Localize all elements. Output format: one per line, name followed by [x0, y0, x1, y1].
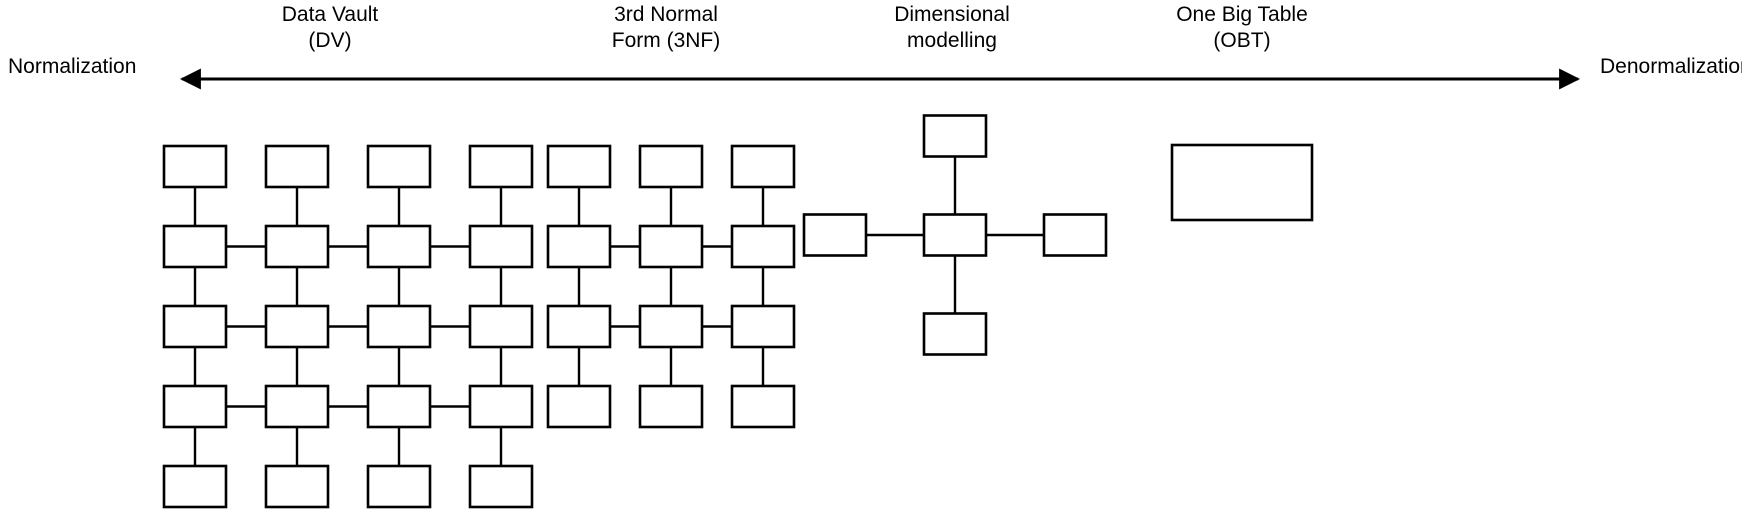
- data-vault-table-box: [468, 384, 534, 429]
- axis-label-normalization: Normalization: [8, 55, 137, 78]
- approach-title-dimensional-modelling: Dimensional modelling: [894, 3, 1010, 52]
- third-normal-form-table-box: [730, 144, 796, 189]
- dimensional-modelling-dimension-box-right: [1042, 213, 1108, 257]
- data-vault-table-box: [366, 304, 432, 349]
- data-vault-table-box: [468, 464, 534, 509]
- data-vault-table-box: [468, 224, 534, 269]
- data-vault-table-box: [162, 224, 228, 269]
- data-vault-table-box: [366, 384, 432, 429]
- third-normal-form-table-box: [546, 304, 612, 349]
- dimensional-modelling-dimension-box-bottom: [922, 312, 988, 356]
- dimensional-modelling-dimension-box-left: [802, 213, 868, 257]
- data-vault-table-box: [366, 464, 432, 509]
- third-normal-form-table-box: [638, 224, 704, 269]
- approach-title-one-big-table: One Big Table (OBT): [1176, 3, 1308, 52]
- third-normal-form-table-box: [730, 384, 796, 429]
- dimensional-modelling-fact-box: [922, 213, 988, 257]
- third-normal-form-table-box: [730, 224, 796, 269]
- data-vault-table-box: [162, 144, 228, 189]
- data-vault-table-box: [162, 304, 228, 349]
- data-vault-table-box: [264, 224, 330, 269]
- approach-title-third-normal-form: 3rd Normal Form (3NF): [611, 3, 721, 52]
- approach-title-data-vault: Data Vault (DV): [281, 3, 379, 52]
- third-normal-form-table-box: [638, 304, 704, 349]
- data-vault-table-box: [162, 384, 228, 429]
- dimensional-modelling-dimension-box-top: [922, 114, 988, 158]
- data-vault-table-box: [366, 224, 432, 269]
- third-normal-form-table-box: [730, 304, 796, 349]
- data-vault-table-box: [264, 384, 330, 429]
- one-big-table-table-box: [1170, 143, 1314, 222]
- data-vault-table-box: [366, 144, 432, 189]
- third-normal-form-table-box: [638, 144, 704, 189]
- data-vault-table-box: [468, 144, 534, 189]
- data-vault-table-box: [162, 464, 228, 509]
- data-vault-table-box: [468, 304, 534, 349]
- data-vault-table-box: [264, 464, 330, 509]
- data-vault-table-box: [264, 304, 330, 349]
- third-normal-form-table-box: [546, 144, 612, 189]
- third-normal-form-table-box: [546, 224, 612, 269]
- axis-label-denormalization: Denormalization: [1600, 55, 1742, 78]
- third-normal-form-table-box: [546, 384, 612, 429]
- data-vault-table-box: [264, 144, 330, 189]
- third-normal-form-table-box: [638, 384, 704, 429]
